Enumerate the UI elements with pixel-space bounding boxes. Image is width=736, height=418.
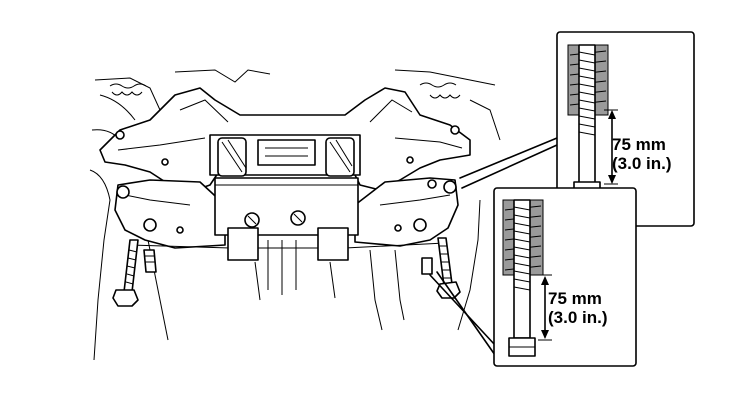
callout-leaders bbox=[429, 137, 558, 356]
inch-label: (3.0 in.) bbox=[548, 308, 608, 327]
mount-bolt-hole bbox=[450, 125, 460, 135]
inch-label: (3.0 in.) bbox=[612, 154, 672, 173]
mount-bolt-hole bbox=[115, 130, 125, 140]
right-crossmember-bolts bbox=[421, 179, 461, 299]
lower-crossmember-arms bbox=[114, 177, 459, 249]
bolt-head bbox=[443, 180, 457, 194]
background-engine-left bbox=[89, 69, 271, 361]
left-crossmember-bolts bbox=[112, 185, 157, 307]
length-label: 75 mm bbox=[548, 289, 602, 308]
bolt-shank bbox=[513, 199, 531, 339]
bolt-callout-lower: 75 mm (3.0 in.) bbox=[493, 187, 637, 367]
bolt-head bbox=[116, 185, 130, 199]
bolt-shank bbox=[578, 44, 596, 184]
length-label: 75 mm bbox=[612, 135, 666, 154]
bolt-head bbox=[112, 289, 139, 307]
bolt-head bbox=[436, 281, 461, 299]
bolt-callout-upper: 75 mm (3.0 in.) bbox=[556, 31, 695, 227]
transmission-mount bbox=[209, 134, 361, 301]
